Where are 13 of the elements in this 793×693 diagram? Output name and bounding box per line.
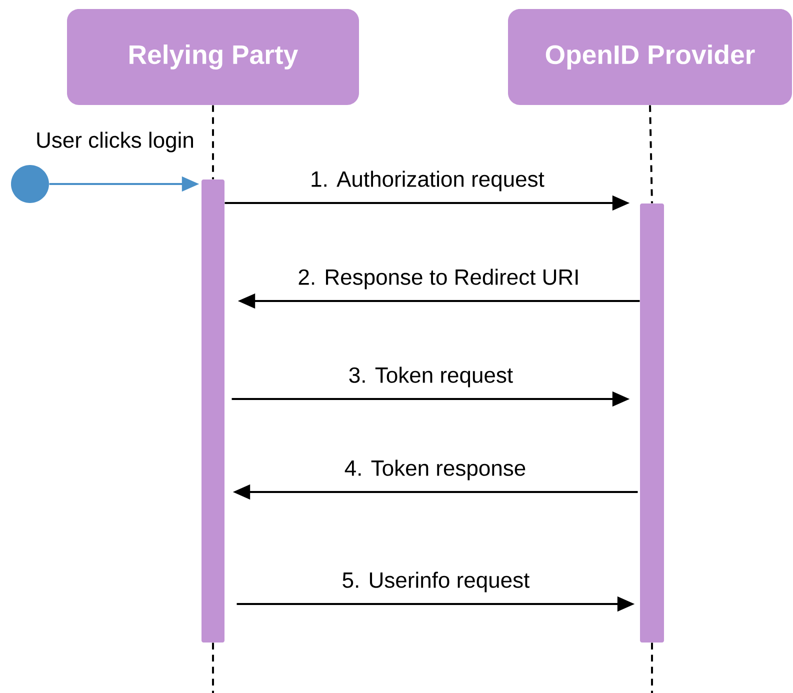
edge-label: 4. Token response bbox=[343, 458, 528, 482]
participant-box: OpenID Provider bbox=[508, 9, 792, 105]
edge-label: User clicks login bbox=[34, 130, 196, 154]
edge-label: 3. Token request bbox=[347, 365, 514, 389]
participant-box: Relying Party bbox=[67, 9, 359, 105]
edge-label: 5. Userinfo request bbox=[340, 570, 532, 594]
activation-bar bbox=[202, 180, 224, 642]
edge-label: 2. Response to Redirect URI bbox=[296, 267, 582, 291]
edge-label: 1. Authorization request bbox=[308, 169, 546, 193]
node-circle bbox=[11, 165, 49, 203]
lifeline bbox=[649, 105, 653, 204]
activation-bar bbox=[640, 204, 664, 642]
lifeline bbox=[212, 105, 214, 180]
